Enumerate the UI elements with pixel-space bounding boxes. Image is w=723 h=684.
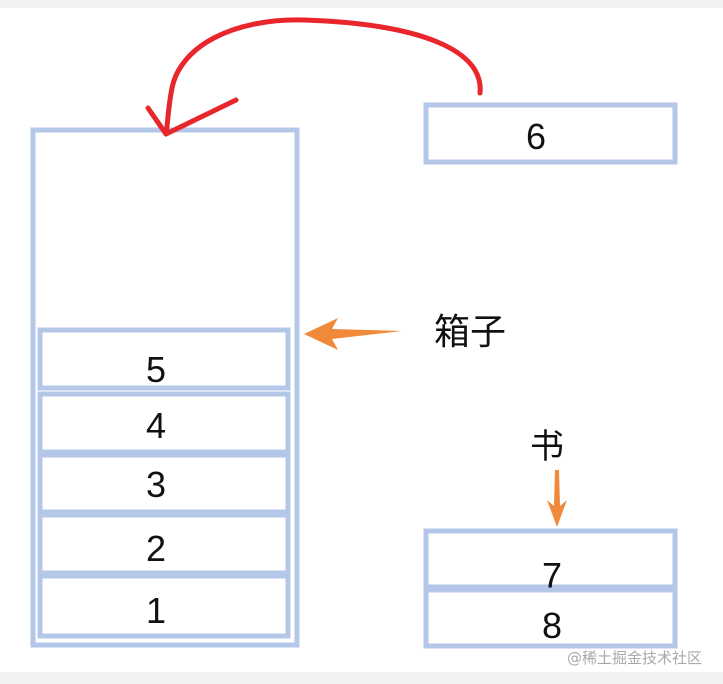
side-stack-item-label: 7 xyxy=(542,555,562,596)
stack-item-label: 5 xyxy=(146,349,166,390)
box-label: 箱子 xyxy=(434,312,506,353)
push-arrow xyxy=(145,17,483,137)
box-pointer-arrow-shape xyxy=(304,318,402,350)
stack-item-rect xyxy=(37,452,291,515)
side-stack: 7 8 xyxy=(423,528,678,649)
watermark-text: @稀土掘金技术社区 xyxy=(567,649,702,667)
stack-item-rect xyxy=(37,512,291,576)
book-pointer-arrow-shape xyxy=(547,470,567,527)
side-stack-item-rect xyxy=(423,528,678,590)
stack-item-rect xyxy=(37,391,291,455)
side-stack-item: 8 xyxy=(423,587,678,649)
waiting-item-label: 6 xyxy=(526,116,546,157)
waiting-item: 6 xyxy=(423,102,678,165)
stack-item: 1 xyxy=(37,573,291,639)
stack-item-label: 2 xyxy=(146,528,166,569)
stack-item-label: 3 xyxy=(146,464,166,505)
stack-item-rect xyxy=(37,573,291,639)
book-pointer-arrow xyxy=(547,470,567,527)
stack-item: 3 xyxy=(37,452,291,515)
stack-item-label: 1 xyxy=(146,590,166,631)
stack-item-label: 4 xyxy=(146,405,166,446)
box-pointer-arrow xyxy=(304,318,402,350)
book-label: 书 xyxy=(530,427,564,467)
box-stack: 5 4 3 2 1 xyxy=(37,327,291,639)
side-stack-item-label: 8 xyxy=(542,605,562,646)
stack-item: 4 xyxy=(37,391,291,455)
push-arrow-curve xyxy=(163,17,483,137)
push-arrow-head xyxy=(145,97,239,137)
waiting-item-rect xyxy=(423,102,678,165)
stack-item-rect xyxy=(37,327,291,391)
stack-item: 2 xyxy=(37,512,291,576)
stack-item: 5 xyxy=(37,327,291,391)
side-stack-item: 7 xyxy=(423,528,678,596)
side-stack-item-rect xyxy=(423,587,678,649)
